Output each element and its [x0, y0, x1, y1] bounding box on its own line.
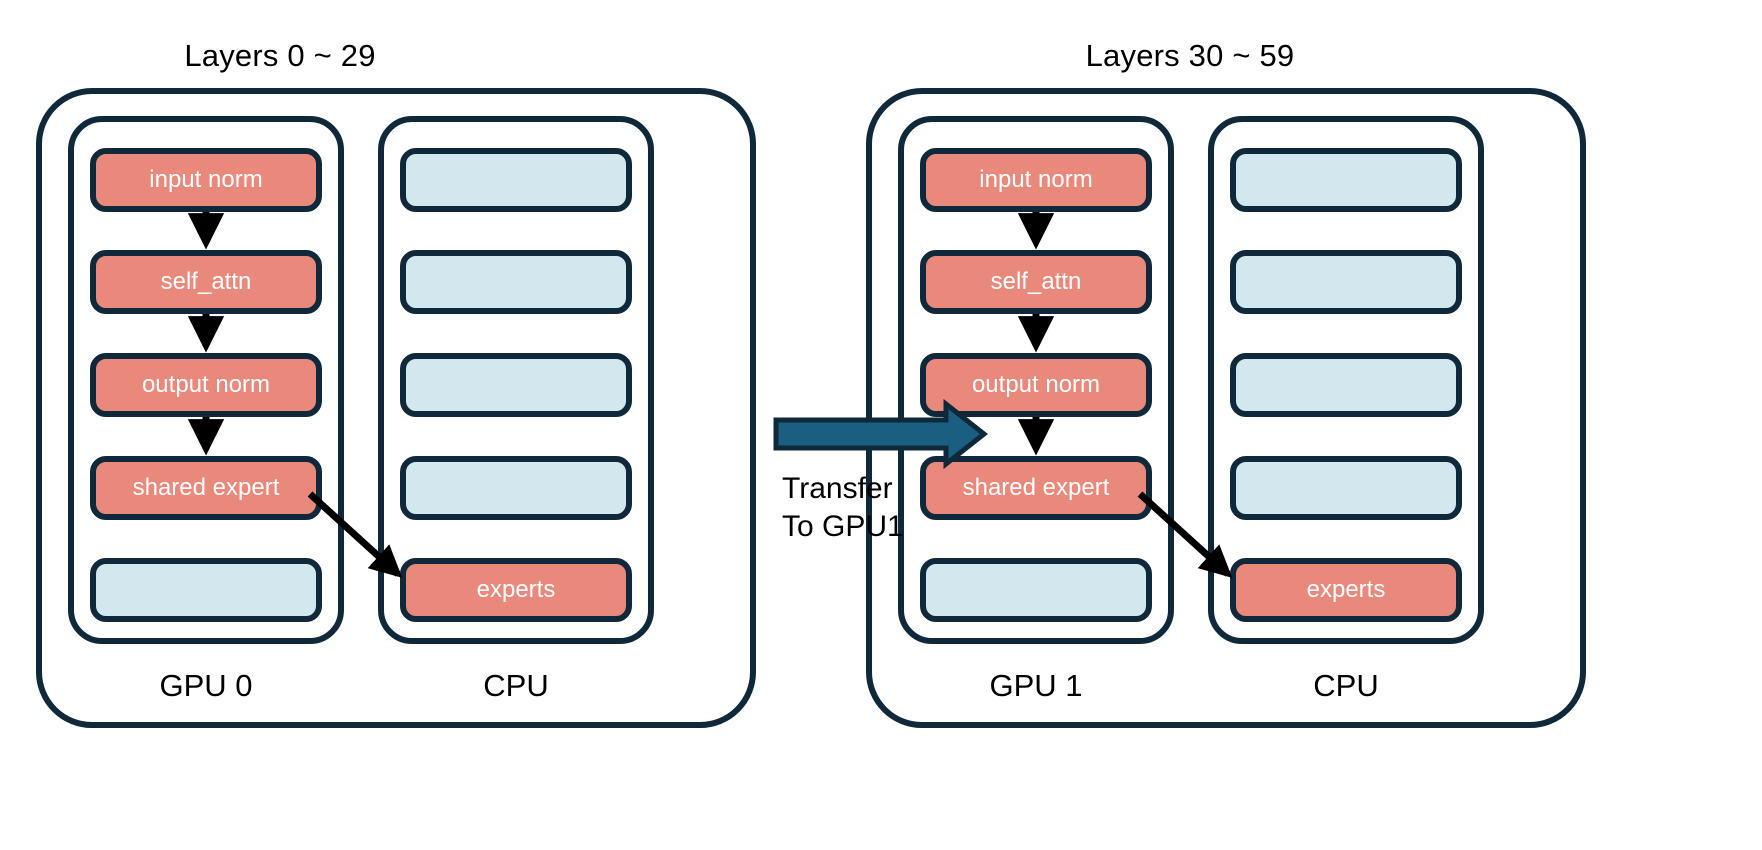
gpu0-cell-self-attn[interactable]: self_attn: [90, 250, 322, 314]
gpu1-cell-self-attn[interactable]: self_attn: [920, 250, 1152, 314]
cpu1-cell-1[interactable]: [1230, 148, 1462, 212]
cpu0-cell-2[interactable]: [400, 250, 632, 314]
panel-title-left: Layers 0 ~ 29: [184, 38, 376, 73]
cpu1-cell-4[interactable]: [1230, 456, 1462, 520]
cpu1-cell-3[interactable]: [1230, 353, 1462, 417]
gpu0-cell-output-norm[interactable]: output norm: [90, 353, 322, 417]
transfer-label-line2: To GPU1: [782, 510, 904, 544]
gpu1-cell-shared-expert[interactable]: shared expert: [920, 456, 1152, 520]
cpu1-cell-2[interactable]: [1230, 250, 1462, 314]
gpu0-cell-shared-expert[interactable]: shared expert: [90, 456, 322, 520]
cpu1-cell-experts[interactable]: experts: [1230, 558, 1462, 622]
cpu0-label: CPU: [483, 668, 549, 703]
cpu0-cell-3[interactable]: [400, 353, 632, 417]
gpu1-cell-output-norm[interactable]: output norm: [920, 353, 1152, 417]
cpu0-cell-1[interactable]: [400, 148, 632, 212]
transfer-label-line1: Transfer: [782, 472, 893, 505]
cpu1-label: CPU: [1313, 668, 1379, 703]
gpu1-label: GPU 1: [989, 668, 1083, 703]
cpu0-cell-4[interactable]: [400, 456, 632, 520]
panel-title-right: Layers 30 ~ 59: [1085, 38, 1295, 73]
cpu0-cell-experts[interactable]: experts: [400, 558, 632, 622]
transfer-label: Transfer To GPU1: [782, 470, 904, 547]
gpu0-cell-empty[interactable]: [90, 558, 322, 622]
gpu1-cell-input-norm[interactable]: input norm: [920, 148, 1152, 212]
gpu1-cell-empty[interactable]: [920, 558, 1152, 622]
gpu0-label: GPU 0: [159, 668, 253, 703]
gpu0-cell-input-norm[interactable]: input norm: [90, 148, 322, 212]
